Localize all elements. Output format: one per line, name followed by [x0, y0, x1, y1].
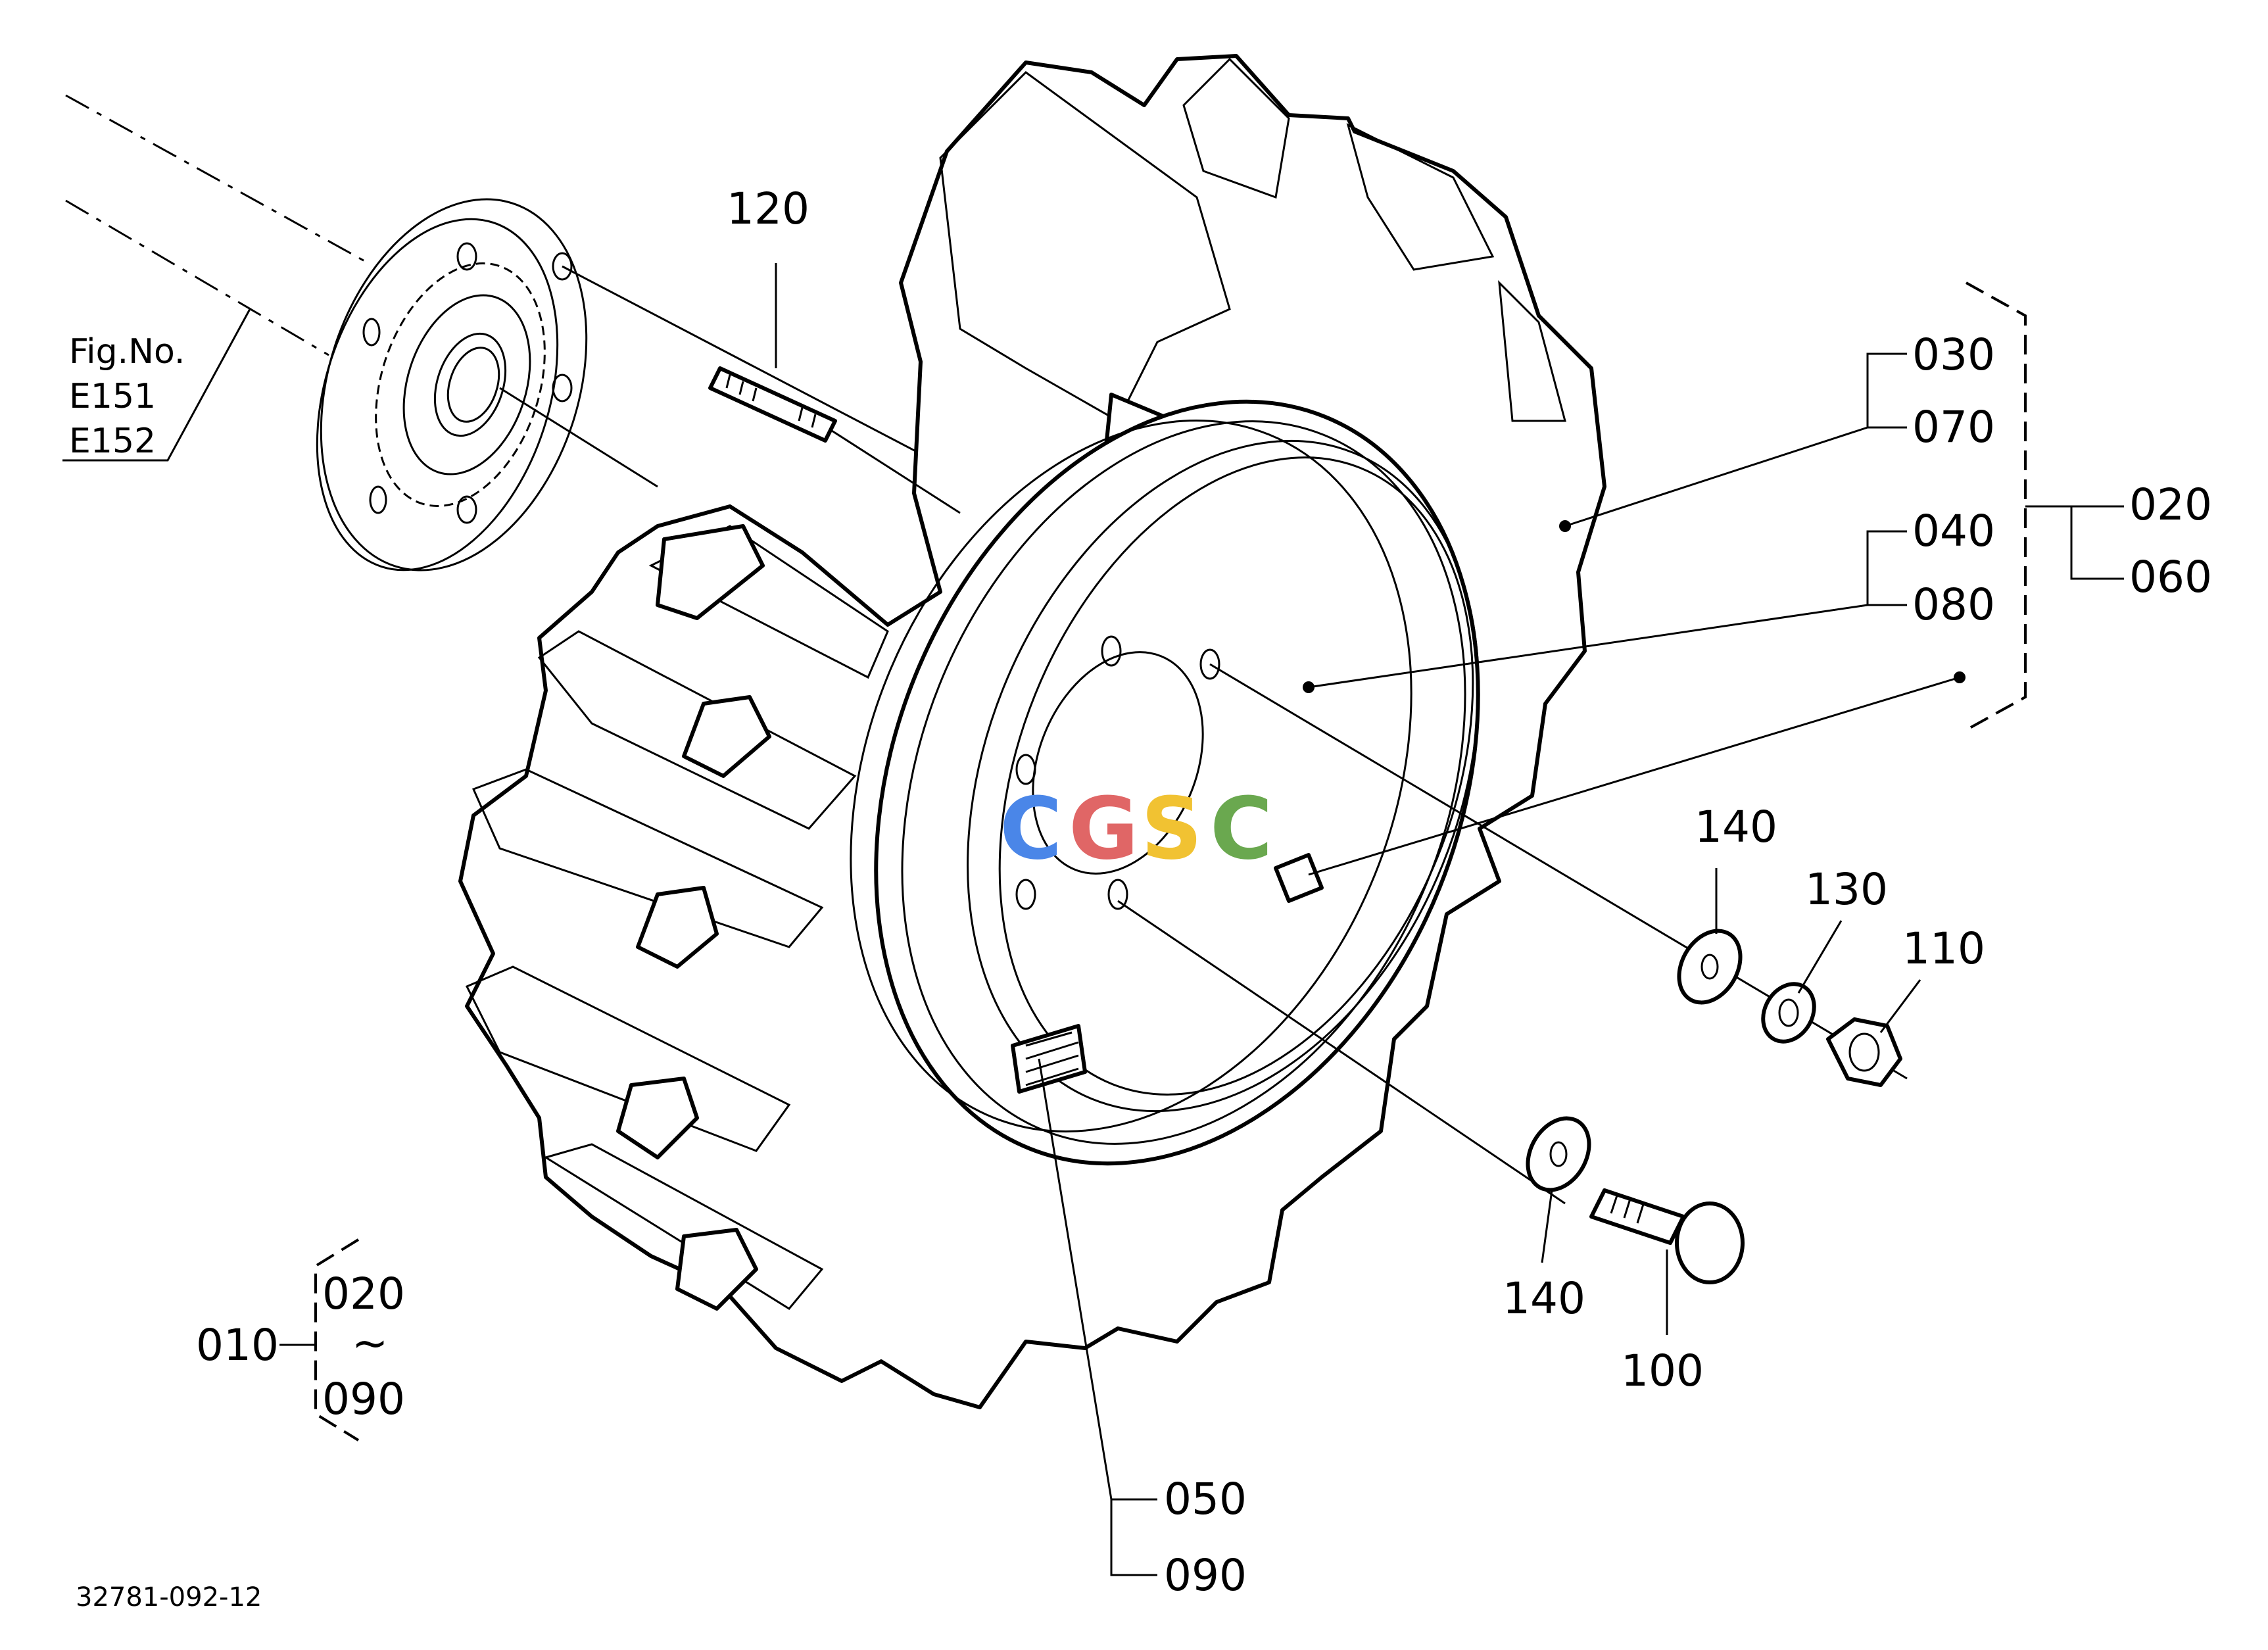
label-030: 030 [1912, 329, 1995, 380]
leader-lines [62, 263, 2124, 1576]
fig-no-title: Fig.No. [69, 332, 185, 372]
label-050: 050 [1164, 1474, 1247, 1524]
hardware [1117, 663, 1908, 1284]
label-040: 040 [1912, 506, 1995, 556]
fig-ref-e152: E152 [69, 422, 156, 461]
watermark-letter: C [1210, 779, 1272, 879]
stud-bolt [708, 263, 961, 514]
assembly-range-from: 020 [322, 1269, 405, 1319]
label-090: 090 [1164, 1550, 1247, 1601]
drawing-code: 32781-092-12 [76, 1582, 262, 1613]
assembly-range-mark: ~ [352, 1318, 388, 1369]
label-120: 120 [727, 183, 809, 234]
watermark-letter: G [1069, 779, 1139, 879]
watermark-logo: C G S C [1000, 779, 1272, 879]
label-110: 110 [1902, 923, 1985, 974]
label-070: 070 [1912, 402, 1995, 452]
label-140-upper: 140 [1695, 802, 1777, 852]
assembly-range-to: 090 [322, 1374, 405, 1424]
label-130: 130 [1805, 864, 1888, 915]
label-100: 100 [1621, 1346, 1704, 1396]
label-140-lower: 140 [1503, 1273, 1585, 1324]
wheel-rim [850, 399, 1480, 1166]
fig-ref-e151: E151 [69, 377, 156, 416]
axle-flange [65, 94, 921, 571]
label-020: 020 [2129, 479, 2212, 530]
label-080: 080 [1912, 579, 1995, 630]
watermark-letter: C [1000, 779, 1062, 879]
assembly-label-010: 010 [196, 1320, 279, 1371]
label-060: 060 [2129, 552, 2212, 602]
watermark-letter: S [1141, 779, 1203, 879]
